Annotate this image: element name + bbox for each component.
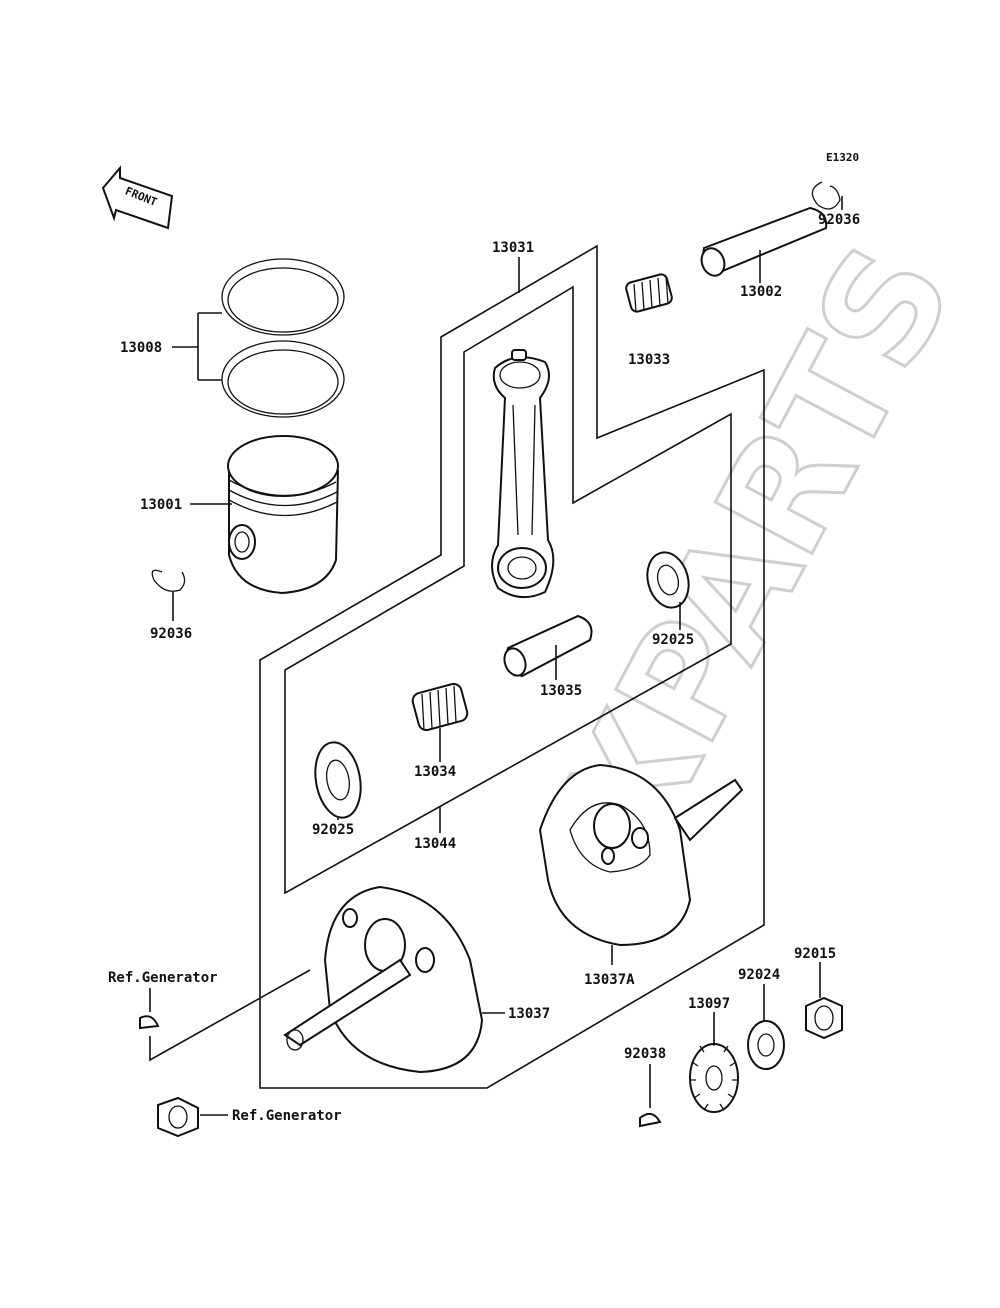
generator-nut-ref-icon	[157, 1096, 199, 1138]
label-92036-left: 92036	[150, 626, 192, 642]
label-13008: 13008	[120, 340, 162, 356]
label-13031: 13031	[492, 240, 534, 256]
label-92038: 92038	[624, 1046, 666, 1062]
assembly-outline-13031	[259, 244, 765, 1089]
label-13035: 13035	[540, 683, 582, 699]
leader-13008	[172, 312, 222, 381]
label-92036-right: 92036	[818, 212, 860, 228]
front-arrow-icon: FRONT	[101, 165, 174, 230]
label-92024: 92024	[738, 967, 780, 983]
thrust-washer-left-icon	[314, 741, 362, 819]
circlip-right-icon	[811, 181, 841, 210]
label-13002: 13002	[740, 284, 782, 300]
label-13034: 13034	[414, 764, 456, 780]
label-ref-generator-key: Ref.Generator	[108, 970, 218, 986]
connecting-rod-icon	[491, 349, 555, 599]
piston-pin-icon	[700, 206, 828, 277]
crank-pin-icon	[503, 614, 593, 678]
woodruff-key-icon	[639, 1112, 662, 1128]
label-92025-left: 92025	[312, 822, 354, 838]
assembly-outline-13044	[284, 285, 732, 895]
crank-half-left-icon	[283, 885, 484, 1074]
label-92025-right: 92025	[652, 632, 694, 648]
diagram-code: E1320	[826, 151, 859, 164]
nut-icon	[805, 996, 843, 1040]
crank-half-right-icon	[538, 763, 744, 947]
label-92015: 92015	[794, 946, 836, 962]
woodruff-key-ref-icon	[139, 1015, 160, 1030]
label-13033: 13033	[628, 352, 670, 368]
label-ref-generator-nut: Ref.Generator	[232, 1108, 342, 1124]
piston-rings-icon	[221, 258, 345, 418]
piston-icon	[227, 435, 339, 595]
lock-washer-icon	[747, 1020, 785, 1070]
label-13097: 13097	[688, 996, 730, 1012]
leader-ref-key	[149, 969, 311, 1062]
label-13037: 13037	[508, 1006, 550, 1022]
gear-icon	[689, 1040, 739, 1113]
circlip-left-icon	[151, 569, 186, 592]
label-13001: 13001	[140, 497, 182, 513]
needle-bearing-bottom-icon	[411, 682, 469, 732]
label-13037A: 13037A	[584, 972, 635, 988]
thrust-washer-right-icon	[646, 551, 690, 609]
label-13044: 13044	[414, 836, 456, 852]
needle-bearing-top-icon	[625, 273, 673, 313]
